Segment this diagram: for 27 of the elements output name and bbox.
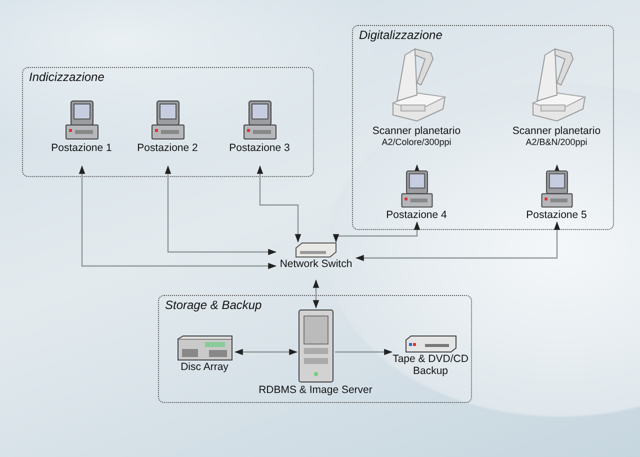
- group-title: Indicizzazione: [29, 70, 104, 84]
- connector-arrow: [332, 221, 420, 243]
- group-frame: [22, 67, 314, 177]
- connector-arrow: [355, 221, 560, 262]
- device-label: Tape & DVD/CD Backup: [392, 352, 470, 377]
- device-spec: A2/Colore/300ppi: [382, 136, 452, 147]
- group-frame: [158, 295, 472, 403]
- device-label: Scanner planetario: [372, 124, 461, 137]
- connector-arrow: [312, 279, 320, 309]
- device-label: Postazione 3: [229, 142, 290, 154]
- device-label: RDBMS & Image Server: [258, 384, 372, 396]
- connector-arrow: [335, 348, 393, 356]
- device-label: Network Switch: [280, 258, 352, 270]
- connector-arrow: [164, 165, 277, 256]
- group-frame: [352, 25, 614, 230]
- device-label: Scanner planetario: [512, 124, 601, 137]
- device-spec: A2/B&N/200ppi: [526, 136, 588, 147]
- device-label: Postazione 1: [51, 142, 112, 154]
- group-title: Digitalizzazione: [359, 28, 442, 42]
- device-label: Postazione 4: [386, 209, 447, 222]
- group-title: Storage & Backup: [165, 298, 262, 312]
- device-label: Disc Array: [180, 360, 228, 373]
- connector-arrow: [256, 165, 302, 243]
- device-label: Postazione 2: [137, 142, 198, 154]
- connector-arrow: [234, 348, 298, 356]
- connector-arrow: [78, 165, 277, 270]
- device-label: Postazione 5: [526, 209, 587, 222]
